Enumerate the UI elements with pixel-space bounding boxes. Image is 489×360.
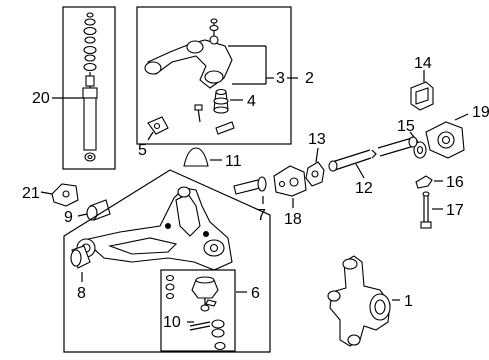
leader-12 bbox=[355, 163, 365, 179]
callout-16: 16 bbox=[446, 174, 464, 191]
bolt-small bbox=[194, 104, 235, 135]
callout-14: 14 bbox=[414, 55, 432, 72]
upper-control-arm bbox=[144, 18, 233, 89]
leader-5 bbox=[147, 131, 154, 141]
leader-9 bbox=[77, 213, 88, 217]
bracket-21: 21 bbox=[22, 183, 79, 207]
callout-8: 8 bbox=[77, 285, 86, 302]
callout-15: 15 bbox=[397, 118, 415, 135]
bracket-18: 18 bbox=[273, 165, 307, 228]
callout-6: 6 bbox=[251, 285, 260, 302]
plate-5: 5 bbox=[138, 116, 169, 159]
ball-joint-hardware bbox=[165, 274, 226, 351]
steering-knuckle-1: 1 bbox=[327, 255, 413, 347]
shock-absorber-box: 20 bbox=[32, 6, 116, 170]
callout-13: 13 bbox=[308, 131, 326, 148]
callout-1: 1 bbox=[404, 293, 413, 310]
bushing-8: 8 bbox=[70, 245, 91, 302]
leader-21 bbox=[40, 191, 53, 195]
bracket-14: 14 bbox=[410, 55, 434, 111]
callout-3: 3 bbox=[276, 70, 285, 87]
leader-13 bbox=[315, 147, 319, 163]
callout-20: 20 bbox=[32, 90, 50, 107]
upper-control-arm-box: 3 2 4 bbox=[136, 6, 314, 145]
leader-19 bbox=[454, 113, 469, 121]
lower-control-arm-box: 8 10 6 bbox=[63, 169, 271, 353]
adjuster-19: 19 bbox=[425, 104, 489, 159]
callout-7: 7 bbox=[257, 207, 266, 224]
lower-control-arm bbox=[76, 186, 233, 271]
callout-2: 2 bbox=[305, 70, 314, 87]
callout-19: 19 bbox=[472, 104, 489, 121]
callout-5: 5 bbox=[138, 142, 147, 159]
callout-10: 10 bbox=[163, 314, 181, 331]
shock-upper-hardware bbox=[83, 12, 97, 72]
torsion-bar-12: 12 bbox=[328, 136, 418, 197]
bump-stop-11: 11 bbox=[183, 147, 242, 170]
ball-joint bbox=[191, 276, 219, 312]
callout-17: 17 bbox=[446, 202, 464, 219]
callout-12: 12 bbox=[355, 180, 373, 197]
bolt-17: 17 bbox=[420, 191, 464, 229]
bushing-15: 15 bbox=[397, 118, 427, 159]
callout-21: 21 bbox=[22, 185, 40, 202]
callout-9: 9 bbox=[64, 209, 73, 226]
nut-13: 13 bbox=[305, 131, 326, 187]
callout-4: 4 bbox=[247, 93, 256, 110]
clip-16: 16 bbox=[415, 174, 464, 191]
callout-18: 18 bbox=[284, 211, 302, 228]
shock-absorber bbox=[82, 72, 98, 162]
bolt-7: 7 bbox=[233, 176, 267, 224]
bushing-4 bbox=[213, 88, 229, 114]
callout-11: 11 bbox=[225, 153, 242, 170]
ball-joint-box: 10 bbox=[160, 269, 236, 352]
